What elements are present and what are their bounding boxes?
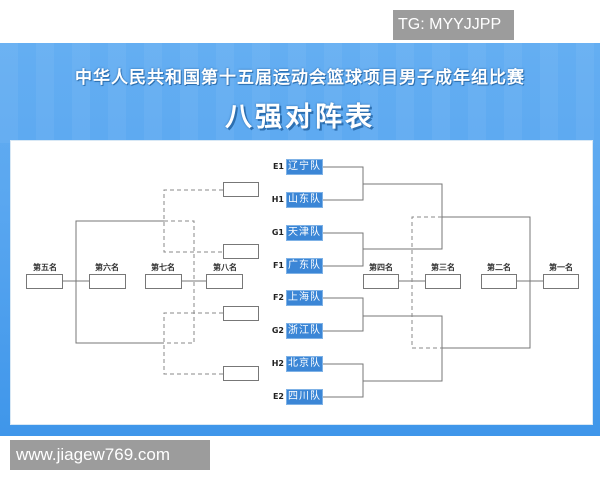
team-box: 辽宁队	[286, 159, 323, 175]
watermark-top: TG: MYYJJPP	[393, 10, 514, 40]
rank-label-8: 第八名	[213, 263, 237, 272]
team-box: 浙江队	[286, 323, 323, 339]
rank-slot-6	[89, 274, 126, 289]
team-seed: G2	[271, 326, 284, 335]
rank-label-1: 第一名	[549, 263, 573, 272]
rank-slot-5	[26, 274, 63, 289]
rank-label-2: 第二名	[487, 263, 511, 272]
rank-label-4: 第四名	[369, 263, 393, 272]
rank-label-3: 第三名	[431, 263, 455, 272]
loser-slot-3	[223, 306, 259, 321]
team-box: 四川队	[286, 389, 323, 405]
rank-slot-8	[206, 274, 243, 289]
watermark-bottom: www.jiagew769.com	[10, 440, 210, 470]
rank-label-7: 第七名	[151, 263, 175, 272]
rank-label-6: 第六名	[95, 263, 119, 272]
team-seed: H1	[271, 195, 284, 204]
team-box: 北京队	[286, 356, 323, 372]
loser-slot-2	[223, 244, 259, 259]
rank-slot-3	[425, 274, 461, 289]
team-seed: F2	[272, 293, 284, 302]
team-box: 广东队	[286, 258, 323, 274]
team-seed: F1	[272, 261, 284, 270]
rank-slot-2	[481, 274, 517, 289]
team-box: 天津队	[286, 225, 323, 241]
competition-title: 中华人民共和国第十五届运动会篮球项目男子成年组比赛	[75, 68, 525, 88]
rank-slot-1	[543, 274, 579, 289]
rank-slot-7	[145, 274, 182, 289]
bracket-title: 八强对阵表	[225, 102, 375, 133]
rank-slot-4	[363, 274, 399, 289]
team-seed: E1	[272, 162, 284, 171]
team-seed: G1	[271, 228, 284, 237]
loser-slot-1	[223, 182, 259, 197]
team-box: 上海队	[286, 290, 323, 306]
team-box: 山东队	[286, 192, 323, 208]
loser-slot-4	[223, 366, 259, 381]
team-seed: E2	[272, 392, 284, 401]
rank-label-5: 第五名	[33, 263, 57, 272]
team-seed: H2	[271, 359, 284, 368]
